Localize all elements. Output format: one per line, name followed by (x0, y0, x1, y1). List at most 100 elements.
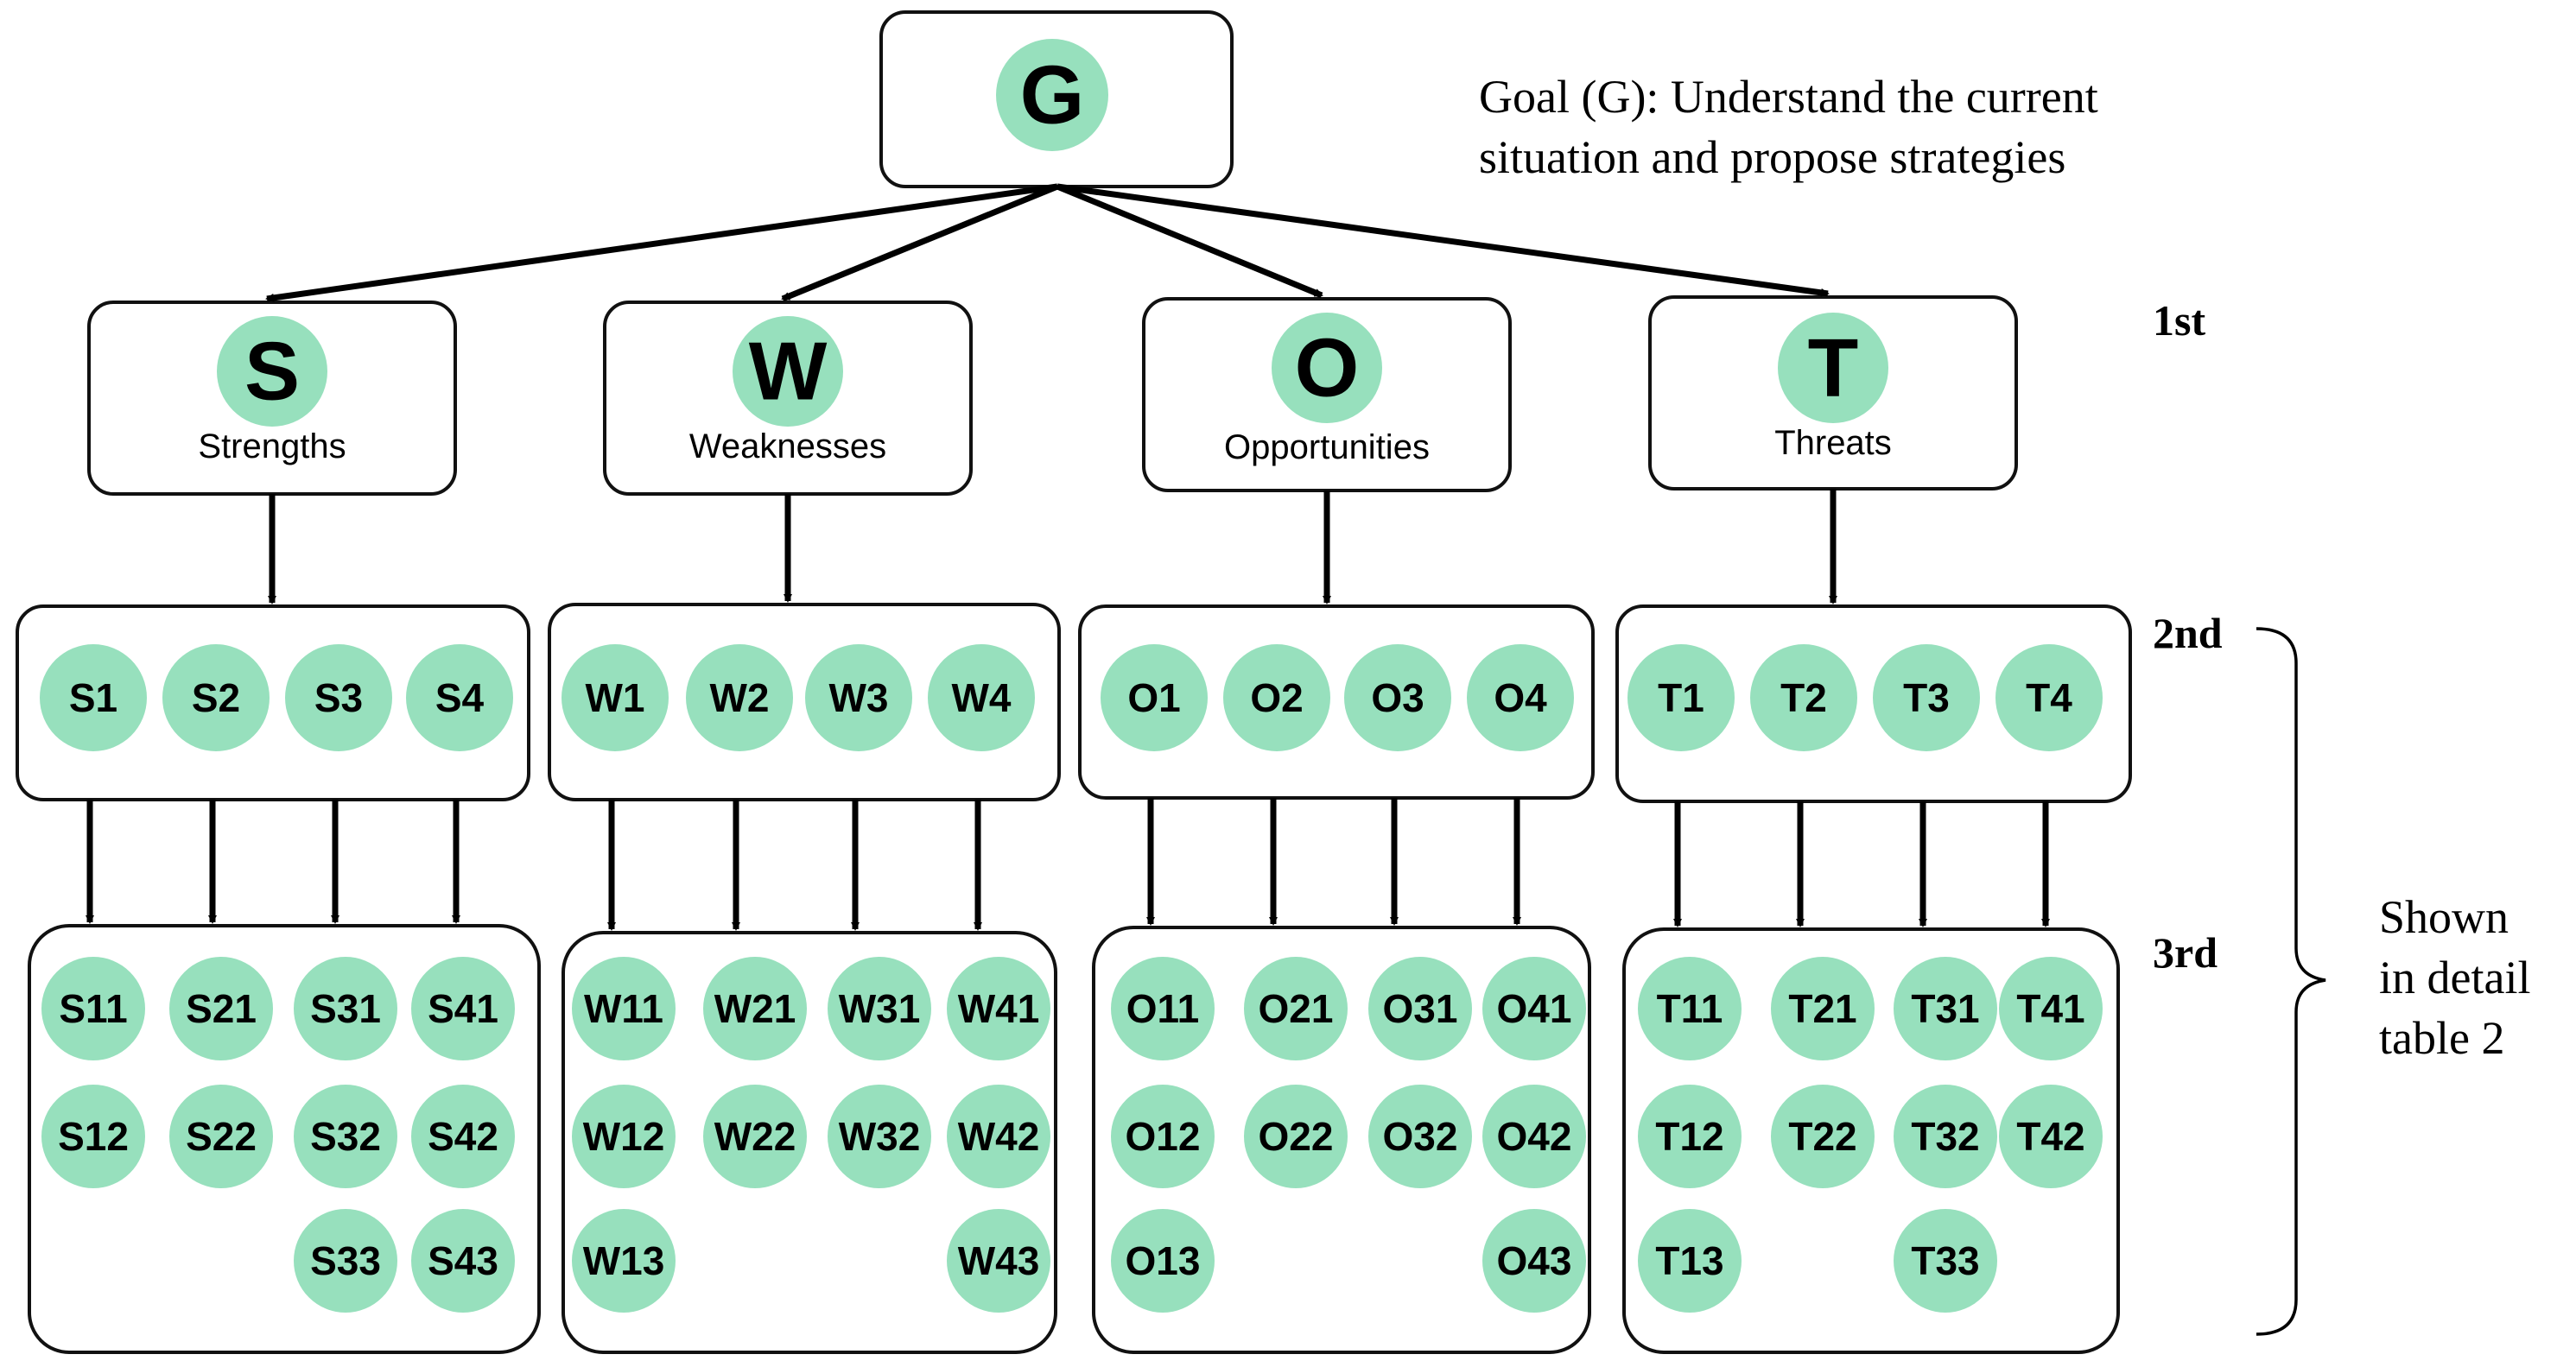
node-s1-label: S1 (69, 675, 117, 720)
goal-description-line-2: situation and propose strategies (1479, 131, 2065, 183)
goal-letter: G (1020, 49, 1085, 142)
node-t32-label: T32 (1911, 1114, 1979, 1159)
node-t31: T31 (1894, 957, 1997, 1060)
node-w31-label: W31 (839, 986, 921, 1031)
node-o31: O31 (1368, 957, 1472, 1060)
level3-s-box (28, 924, 541, 1354)
node-t4-label: T4 (2026, 675, 2072, 720)
node-o11: O11 (1111, 957, 1215, 1060)
node-w2-label: W2 (710, 675, 770, 720)
category-o-circle (1272, 313, 1382, 423)
brace-note-line-1: Shown (2379, 891, 2509, 943)
node-t13-label: T13 (1655, 1238, 1723, 1283)
node-s42-label: S42 (428, 1114, 498, 1159)
node-s33: S33 (294, 1209, 397, 1313)
node-t22: T22 (1771, 1085, 1875, 1188)
level2-o-box (1078, 604, 1595, 800)
node-s22: S22 (169, 1085, 273, 1188)
node-o41-label: O41 (1497, 986, 1572, 1031)
level-label-1st: 1st (2153, 296, 2205, 345)
node-s43: S43 (411, 1209, 515, 1313)
node-s3: S3 (285, 644, 392, 751)
node-t4: T4 (1995, 644, 2103, 751)
node-o13: O13 (1111, 1209, 1215, 1313)
category-s-letter: S (244, 326, 300, 418)
node-t41: T41 (1999, 957, 2103, 1060)
node-o13-label: O13 (1126, 1238, 1201, 1283)
node-w41: W41 (947, 957, 1050, 1060)
node-w3: W3 (805, 644, 912, 751)
node-o31-label: O31 (1383, 986, 1458, 1031)
node-w32: W32 (828, 1085, 931, 1188)
node-t42: T42 (1999, 1085, 2103, 1188)
node-t31-label: T31 (1911, 986, 1979, 1031)
node-t22-label: T22 (1788, 1114, 1856, 1159)
category-t-letter: T (1808, 322, 1859, 415)
node-w13: W13 (572, 1209, 676, 1313)
node-o32-label: O32 (1383, 1114, 1458, 1159)
node-s12-label: S12 (58, 1114, 129, 1159)
arrow-goal-to-o (1056, 183, 1323, 299)
node-o3: O3 (1344, 644, 1451, 751)
node-w13-label: W13 (583, 1238, 665, 1283)
node-o4-label: O4 (1494, 675, 1547, 720)
node-t41-label: T41 (2016, 986, 2084, 1031)
node-w1: W1 (562, 644, 669, 751)
node-o42: O42 (1482, 1085, 1586, 1188)
node-w31: W31 (828, 957, 931, 1060)
node-s3-label: S3 (314, 675, 363, 720)
node-w11-label: W11 (584, 986, 663, 1031)
node-s2: S2 (162, 644, 270, 751)
node-o41: O41 (1482, 957, 1586, 1060)
node-o3-label: O3 (1371, 675, 1424, 720)
node-t3-label: T3 (1903, 675, 1950, 720)
node-t42-label: T42 (2016, 1114, 2084, 1159)
node-t1-label: T1 (1658, 675, 1704, 720)
node-w42: W42 (947, 1085, 1050, 1188)
level-label-3rd: 3rd (2153, 928, 2218, 977)
node-o32: O32 (1368, 1085, 1472, 1188)
category-w-letter: W (749, 326, 828, 418)
node-t11-label: T11 (1657, 986, 1723, 1031)
node-s31-label: S31 (310, 986, 381, 1031)
node-o22: O22 (1244, 1085, 1348, 1188)
node-s33-label: S33 (310, 1238, 381, 1283)
node-w3-label: W3 (829, 675, 889, 720)
node-o22-label: O22 (1259, 1114, 1334, 1159)
node-s42: S42 (411, 1085, 515, 1188)
node-w42-label: W42 (958, 1114, 1040, 1159)
node-s4: S4 (406, 644, 513, 751)
node-w43-label: W43 (958, 1238, 1040, 1283)
goal-node: G (879, 10, 1234, 188)
goal-description: Goal (G): Understand the current situati… (1479, 71, 2098, 183)
node-s31: S31 (294, 957, 397, 1060)
node-w4-label: W4 (952, 675, 1012, 720)
node-t21: T21 (1771, 957, 1875, 1060)
node-s43-label: S43 (428, 1238, 498, 1283)
arrow-goal-to-t (1056, 183, 1830, 297)
level2-s-box (16, 604, 530, 801)
node-t33: T33 (1894, 1209, 1997, 1313)
node-t21-label: T21 (1788, 986, 1856, 1031)
level-label-2nd: 2nd (2153, 609, 2223, 657)
level2-w-box (548, 603, 1061, 801)
node-t2-label: T2 (1780, 675, 1827, 720)
arrow-goal-to-s (265, 183, 1058, 302)
node-w21-label: W21 (714, 986, 796, 1031)
node-t12-label: T12 (1655, 1114, 1723, 1159)
brace-note: Shown in detail table 2 (2379, 891, 2530, 1064)
node-o2: O2 (1223, 644, 1330, 751)
right-brace (2256, 627, 2326, 1336)
node-s1: S1 (40, 644, 147, 751)
node-w2: W2 (686, 644, 793, 751)
category-t-caption: Threats (1774, 424, 1892, 462)
brace-note-line-3: table 2 (2379, 1012, 2504, 1064)
category-s-circle (217, 316, 327, 427)
node-w22-label: W22 (714, 1114, 796, 1159)
node-o42-label: O42 (1497, 1114, 1572, 1159)
brace-note-line-2: in detail (2379, 952, 2530, 1003)
